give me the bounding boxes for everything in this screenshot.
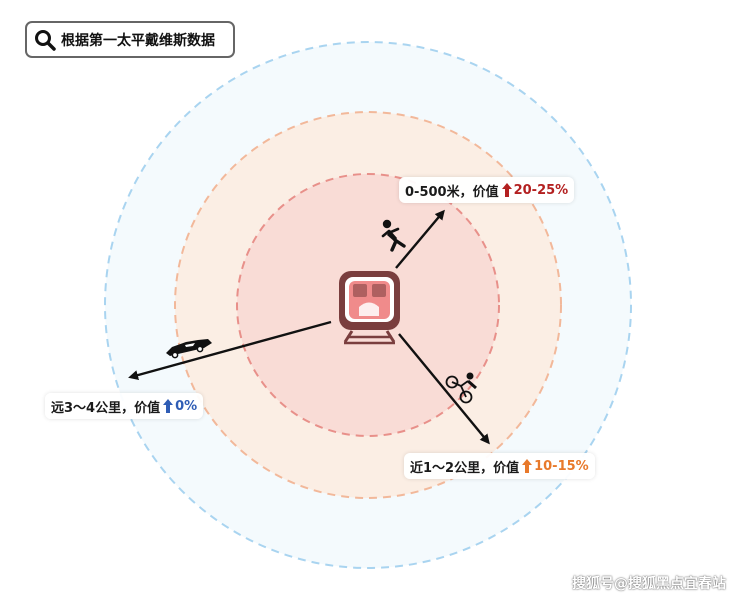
header-title: 根据第一太平戴维斯数据 — [61, 32, 215, 49]
search-icon — [35, 29, 56, 51]
arrow-to-inner-zone — [395, 209, 445, 269]
middle-zone-label: 近1～2公里，价值 10-15% — [404, 453, 595, 479]
middle-zone-pct: 10-15% — [534, 458, 589, 474]
bicycle-icon — [445, 372, 477, 404]
source-header: 根据第一太平戴维斯数据 — [25, 21, 235, 58]
arrow-to-outer-zone — [128, 320, 332, 380]
train-icon — [339, 271, 400, 345]
walking-person-icon — [381, 219, 406, 252]
arrow-to-middle-zone — [398, 333, 490, 445]
inner-zone-text: 0-500米，价值 — [405, 184, 499, 200]
car-icon — [166, 339, 212, 359]
outer-zone-text: 远3～4公里，价值 — [51, 400, 161, 416]
arrow-up-icon — [501, 183, 512, 197]
arrow-up-icon — [163, 399, 174, 413]
arrow-up-icon — [522, 459, 533, 473]
inner-zone-pct: 20-25% — [513, 182, 569, 198]
watermark: 搜狐号@搜狐黑点宜春站 — [572, 576, 726, 592]
outer-zone-pct: 0% — [175, 398, 198, 414]
outer-zone-label: 远3～4公里，价值 0% — [45, 393, 204, 419]
inner-zone-label: 0-500米，价值 20-25% — [399, 177, 575, 203]
middle-zone-text: 近1～2公里，价值 — [410, 460, 520, 476]
